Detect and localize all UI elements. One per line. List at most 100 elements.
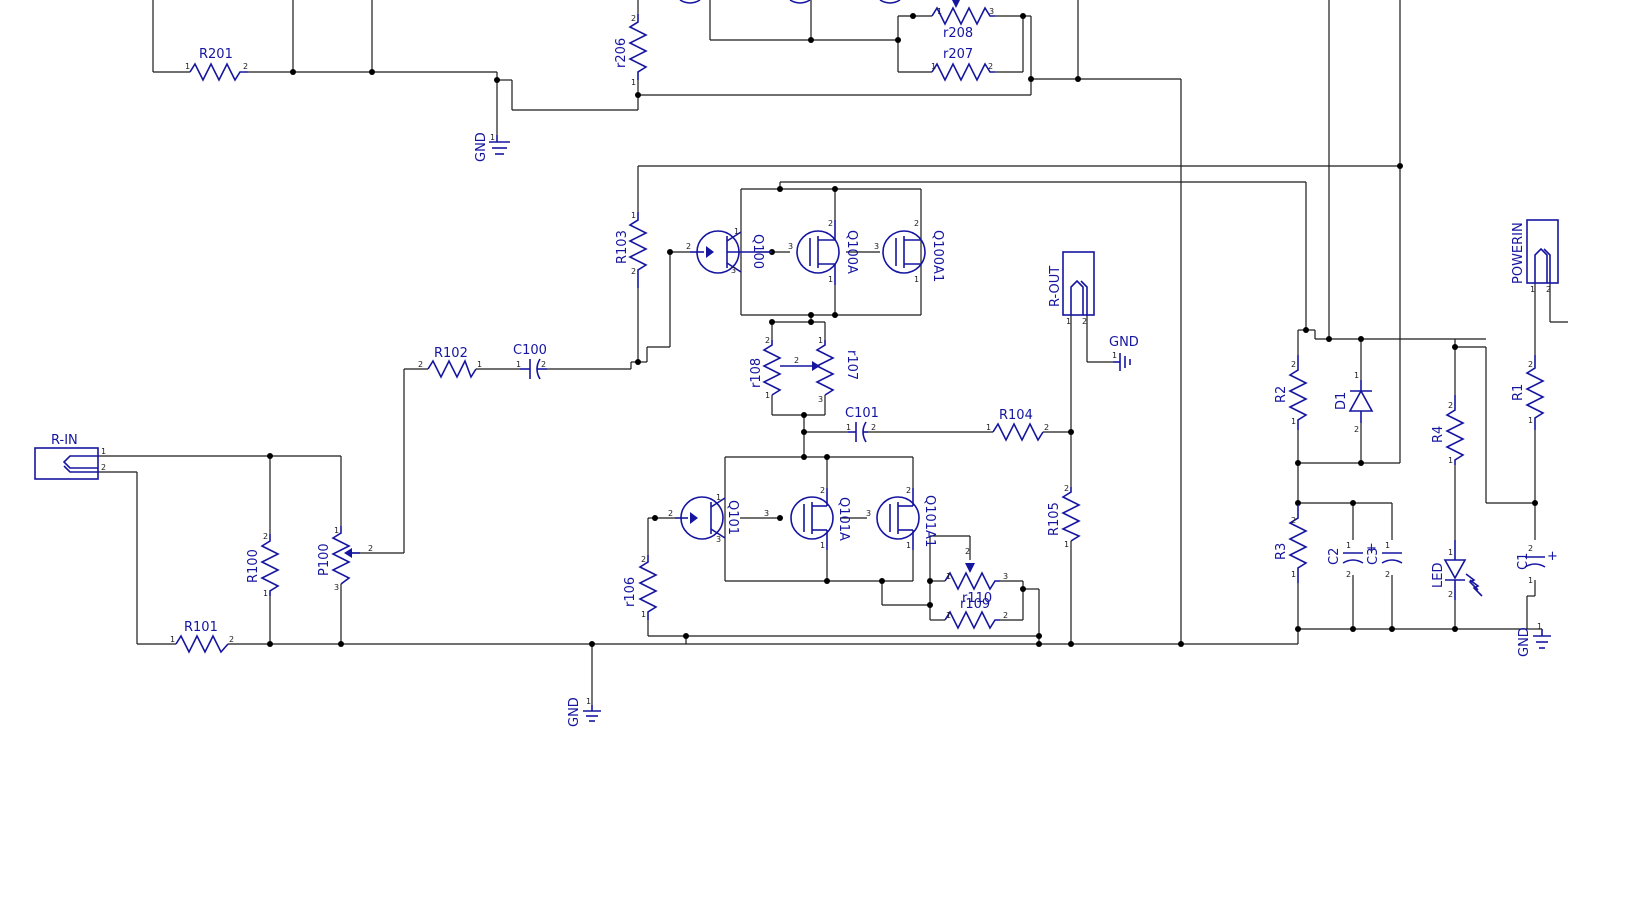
svg-text:2: 2 — [820, 486, 825, 495]
svg-text:POWERIN: POWERIN — [1511, 222, 1526, 284]
svg-text:1: 1 — [716, 493, 721, 502]
resistor-r105[interactable]: R105 — [1047, 487, 1081, 542]
led[interactable]: LED — [1431, 540, 1483, 600]
svg-text:2: 2 — [101, 463, 106, 472]
svg-text:2: 2 — [541, 360, 546, 369]
svg-text:R102: R102 — [434, 346, 468, 361]
capacitor-c3[interactable]: C3 — [1366, 548, 1403, 565]
connector-r-out[interactable]: R-OUT — [1048, 251, 1095, 316]
resistor-r1[interactable]: R1 — [1511, 355, 1545, 430]
diode-d1[interactable]: D1 — [1334, 380, 1374, 423]
svg-text:3: 3 — [731, 266, 736, 275]
svg-text:r207: r207 — [943, 47, 973, 62]
svg-text:r208: r208 — [943, 26, 973, 41]
transistor-q100[interactable]: Q100 — [690, 230, 772, 274]
svg-text:2: 2 — [368, 544, 373, 553]
capacitor-c2[interactable]: + C2 — [1327, 541, 1377, 565]
transistor-q101a1[interactable]: Q101A1 — [876, 488, 937, 550]
svg-text:+: + — [1366, 541, 1377, 556]
resistor-r206[interactable]: r206 — [614, 14, 648, 80]
resistor-r101[interactable]: R101 — [175, 620, 229, 654]
svg-text:2: 2 — [1291, 360, 1296, 369]
svg-text:2: 2 — [906, 486, 911, 495]
svg-text:1: 1 — [937, 7, 942, 16]
svg-text:+: + — [1547, 549, 1558, 564]
resistor-r100[interactable]: R100 — [246, 534, 280, 596]
svg-text:1: 1 — [1291, 417, 1296, 426]
resistor-r106[interactable]: r106 — [623, 555, 658, 620]
svg-text:R4: R4 — [1431, 426, 1446, 443]
svg-text:1: 1 — [1385, 541, 1390, 550]
svg-text:2: 2 — [418, 360, 423, 369]
svg-text:3: 3 — [788, 242, 793, 251]
svg-text:GND: GND — [567, 697, 582, 727]
connector-r-in[interactable]: R-IN — [34, 433, 99, 480]
resistor-r102[interactable]: R102 — [427, 346, 477, 379]
svg-text:3: 3 — [818, 395, 823, 404]
svg-text:1: 1 — [946, 572, 951, 581]
transistor-q101[interactable]: Q101 — [675, 496, 740, 540]
svg-text:1: 1 — [1066, 317, 1071, 326]
transistor-q100a[interactable]: Q100A — [796, 220, 859, 285]
resistor-r2[interactable]: R2 — [1274, 355, 1308, 430]
capacitor-c101[interactable]: C101 — [845, 406, 879, 443]
svg-text:2: 2 — [1354, 425, 1359, 434]
svg-text:Q100A: Q100A — [844, 230, 859, 274]
svg-text:1: 1 — [1448, 548, 1453, 557]
svg-text:1: 1 — [914, 275, 919, 284]
svg-text:D1: D1 — [1334, 392, 1349, 410]
svg-text:2: 2 — [794, 356, 799, 365]
svg-text:2: 2 — [1546, 285, 1551, 294]
svg-text:2: 2 — [914, 219, 919, 228]
svg-text:R101: R101 — [184, 620, 218, 635]
svg-text:LED: LED — [1431, 563, 1446, 588]
transistor-q101a[interactable]: Q101A — [790, 488, 851, 550]
resistor-r103[interactable]: R103 — [615, 212, 648, 288]
svg-text:Q101: Q101 — [725, 500, 740, 535]
potentiometer-r208[interactable]: r208 — [931, 0, 995, 41]
svg-text:1: 1 — [101, 447, 106, 456]
svg-text:1: 1 — [334, 526, 339, 535]
svg-text:2: 2 — [965, 547, 970, 556]
svg-text:R100: R100 — [246, 549, 261, 583]
transistor-q100a1[interactable]: Q100A1 — [882, 230, 945, 282]
svg-text:2: 2 — [765, 336, 770, 345]
svg-text:1: 1 — [185, 62, 190, 71]
capacitor-c100[interactable]: C100 — [513, 343, 547, 380]
svg-text:GND: GND — [1517, 627, 1532, 657]
resistor-r201[interactable]: R201 — [189, 47, 248, 82]
svg-text:r206: r206 — [614, 38, 629, 68]
svg-text:3: 3 — [334, 583, 339, 592]
svg-text:3: 3 — [716, 535, 721, 544]
potentiometer-r108[interactable]: r108 — [749, 340, 782, 396]
resistor-r207[interactable]: r207 — [931, 47, 995, 82]
svg-text:2: 2 — [828, 219, 833, 228]
svg-text:1: 1 — [586, 697, 591, 706]
svg-text:2: 2 — [263, 532, 268, 541]
svg-text:1: 1 — [1530, 285, 1535, 294]
resistor-r104[interactable]: R104 — [992, 408, 1044, 442]
svg-text:r109: r109 — [960, 597, 990, 612]
svg-text:1: 1 — [1528, 416, 1533, 425]
svg-text:2: 2 — [1346, 570, 1351, 579]
svg-text:r110: r110 — [962, 591, 992, 606]
svg-text:1: 1 — [818, 336, 823, 345]
svg-text:R201: R201 — [199, 47, 233, 62]
svg-text:Q100A1: Q100A1 — [930, 230, 945, 282]
resistor-r4[interactable]: R4 — [1431, 395, 1465, 465]
potentiometer-r110[interactable]: r110 — [944, 563, 1000, 606]
resistor-r109[interactable]: r109 — [944, 597, 1000, 630]
svg-text:3: 3 — [874, 242, 879, 251]
capacitor-c1[interactable]: + C1 — [1516, 549, 1558, 570]
potentiometer-p100[interactable]: P100 — [317, 526, 360, 585]
ground-bottom: GND — [567, 697, 601, 727]
svg-text:1: 1 — [1346, 541, 1351, 550]
svg-text:2: 2 — [631, 267, 636, 276]
svg-text:P100: P100 — [317, 543, 332, 576]
resistor-r3[interactable]: R3 — [1274, 505, 1308, 583]
potentiometer-r107[interactable]: r107 — [780, 340, 859, 396]
connector-powerin[interactable]: POWERIN — [1511, 219, 1559, 284]
svg-text:1: 1 — [1448, 456, 1453, 465]
junction-dots — [267, 13, 1538, 647]
